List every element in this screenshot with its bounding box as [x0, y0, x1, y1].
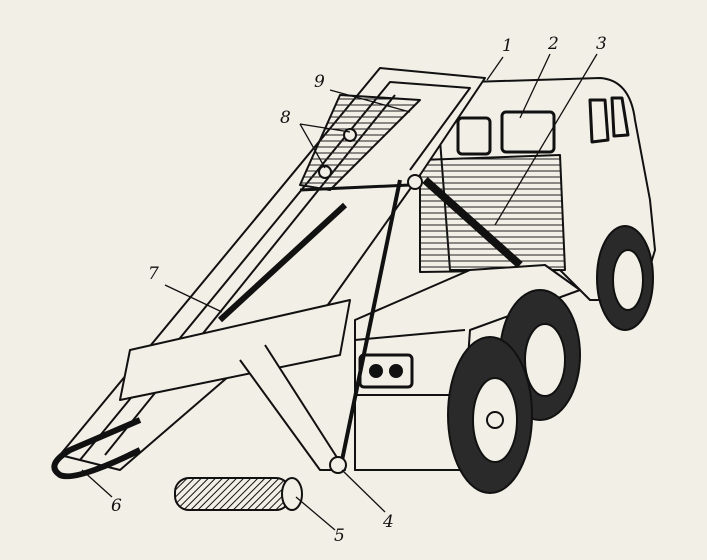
tilting-frame [59, 67, 486, 471]
label-6: 6 [111, 496, 122, 516]
label-2: 2 [548, 34, 559, 54]
hook [51, 417, 142, 480]
label-1: 1 [502, 36, 513, 56]
rear-body [354, 264, 581, 471]
rear-wheels [447, 289, 581, 494]
label-3: 3 [596, 34, 607, 54]
hydraulic-cylinder [422, 177, 523, 268]
label-9: 9 [314, 72, 325, 92]
label-4: 4 [383, 512, 394, 532]
label-5: 5 [334, 526, 345, 546]
pivot [329, 456, 347, 474]
roller [174, 477, 303, 511]
leader-lines [81, 53, 598, 531]
label-8: 8 [280, 108, 291, 128]
label-7: 7 [148, 264, 159, 284]
front-wheel [596, 225, 654, 331]
